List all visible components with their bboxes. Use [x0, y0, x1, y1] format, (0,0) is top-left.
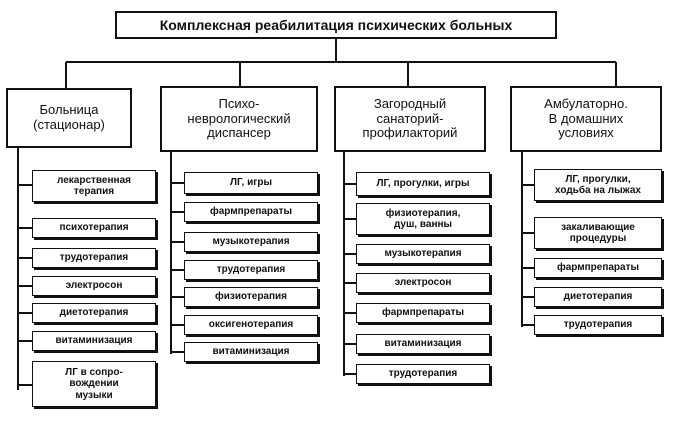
item-label: электросон — [65, 280, 123, 292]
list-item: витаминизация — [32, 331, 156, 351]
item-label: ЛГ, прогулки, игры — [376, 178, 470, 190]
column-title: Больница (стационар) — [33, 102, 105, 132]
item-label: оксигенотерапия — [208, 319, 294, 331]
list-item: диетотерапия — [534, 287, 662, 307]
column-title: Психо- неврологический диспансер — [187, 95, 291, 141]
item-label: фармпрепараты — [209, 206, 293, 218]
item-label: трудотерапия — [59, 252, 129, 264]
list-item: лекарственная терапия — [32, 170, 156, 202]
item-label: ЛГ, прогулки, ходьба на лыжах — [555, 173, 641, 197]
list-item: трудотерапия — [356, 364, 490, 384]
item-label: трудотерапия — [216, 264, 286, 276]
list-item: трудотерапия — [32, 248, 156, 268]
list-item: музыкотерапия — [356, 244, 490, 264]
item-label: диетотерапия — [59, 307, 129, 319]
item-label: фармпрепараты — [381, 307, 465, 319]
list-item: витаминизация — [184, 342, 318, 362]
item-label: музыкотерапия — [212, 236, 290, 248]
list-item: ЛГ, игры — [184, 172, 318, 194]
root-box: Комплексная реабилитация психических бол… — [115, 11, 557, 39]
item-label: трудотерапия — [563, 319, 633, 331]
list-item: диетотерапия — [32, 303, 156, 323]
column-header-hospital: Больница (стационар) — [6, 88, 132, 148]
item-label: музыкотерапия — [384, 248, 462, 260]
list-item: физиотерапия — [184, 287, 318, 307]
list-item: музыкотерапия — [184, 232, 318, 252]
list-item: психотерапия — [32, 218, 156, 238]
item-label: лекарственная терапия — [57, 174, 131, 198]
item-label: ЛГ, игры — [229, 177, 273, 189]
item-label: ЛГ в сопро- вождении музыки — [65, 366, 123, 401]
list-item: трудотерапия — [534, 315, 662, 335]
item-label: закаливающие процедуры — [561, 221, 635, 245]
item-label: физиотерапия, душ, ванны — [385, 207, 461, 231]
column-header-outpatient: Амбулаторно. В домашних условиях — [510, 86, 662, 152]
item-label: витаминизация — [212, 346, 290, 358]
list-item: физиотерапия, душ, ванны — [356, 203, 490, 235]
list-item: фармпрепараты — [184, 202, 318, 222]
list-item: электросон — [32, 276, 156, 296]
item-label: витаминизация — [384, 338, 462, 350]
list-item: витаминизация — [356, 334, 490, 354]
item-label: диетотерапия — [563, 291, 633, 303]
list-item: электросон — [356, 273, 490, 293]
item-label: трудотерапия — [388, 368, 458, 380]
list-item: оксигенотерапия — [184, 315, 318, 335]
list-item: фармпрепараты — [534, 258, 662, 278]
column-header-dispensary: Психо- неврологический диспансер — [160, 86, 318, 152]
list-item: ЛГ, прогулки, игры — [356, 172, 490, 196]
root-title: Комплексная реабилитация психических бол… — [159, 16, 513, 33]
item-label: психотерапия — [59, 222, 129, 234]
item-label: витаминизация — [55, 335, 133, 347]
list-item: ЛГ в сопро- вождении музыки — [32, 361, 156, 407]
column-header-sanatorium: Загородный санаторий- профилакторий — [334, 86, 486, 152]
list-item: трудотерапия — [184, 260, 318, 280]
item-label: физиотерапия — [214, 291, 288, 303]
list-item: ЛГ, прогулки, ходьба на лыжах — [534, 169, 662, 201]
column-title: Амбулаторно. В домашних условиях — [544, 95, 628, 141]
item-label: фармпрепараты — [556, 262, 640, 274]
column-title: Загородный санаторий- профилакторий — [362, 95, 458, 141]
list-item: фармпрепараты — [356, 303, 490, 323]
list-item: закаливающие процедуры — [534, 217, 662, 249]
item-label: электросон — [394, 277, 452, 289]
